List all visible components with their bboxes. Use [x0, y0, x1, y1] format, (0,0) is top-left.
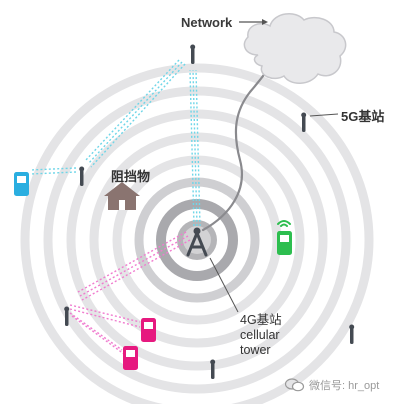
wechat-icon: [285, 378, 305, 392]
tower-5g-label: 5G基站: [341, 109, 385, 124]
mobile-phone-icon: [14, 172, 29, 196]
obstacle-label: 阻挡物: [111, 169, 151, 184]
house-icon: [104, 182, 140, 210]
backhaul-cable: [201, 56, 278, 232]
small-cell-antenna-icon: [190, 44, 196, 64]
network-arrow: [239, 19, 268, 25]
label-leader-5g: [309, 113, 339, 117]
coverage-ring: [66, 109, 328, 371]
small-cell-antenna-icon: [301, 112, 307, 132]
small-cell-antenna-icon: [210, 359, 216, 379]
signal-beam-blue: [29, 167, 77, 175]
tower-4g-label-line: 4G基站: [240, 313, 282, 327]
cellular-tower-icon: [186, 227, 208, 257]
mobile-phone-icon: [123, 346, 138, 370]
tower-4g-label-line: cellular: [240, 328, 280, 342]
coverage-ring: [134, 177, 260, 303]
watermark-text: 微信号: hr_opt: [309, 380, 380, 392]
mobile-phone-icon: [277, 220, 292, 255]
small-cell-antenna-icon: [349, 324, 355, 344]
coverage-ring: [89, 132, 305, 348]
signal-beam-blue: [189, 69, 201, 227]
signal-beam-pink: [69, 231, 191, 355]
cloud-icon: [243, 13, 347, 84]
mobile-phone-icon: [141, 318, 156, 342]
tower-4g-label: 4G基站 cellular tower: [240, 313, 282, 358]
small-cell-antenna-icon: [64, 306, 70, 326]
label-leader-4g: [209, 257, 239, 313]
tower-4g-label-line: tower: [240, 343, 271, 357]
small-cell-antenna-icon: [79, 166, 85, 186]
watermark: 微信号: hr_opt: [285, 377, 379, 393]
coverage-ring: [20, 63, 374, 404]
network-label: Network: [181, 15, 233, 30]
signal-beam-blue: [84, 59, 186, 168]
